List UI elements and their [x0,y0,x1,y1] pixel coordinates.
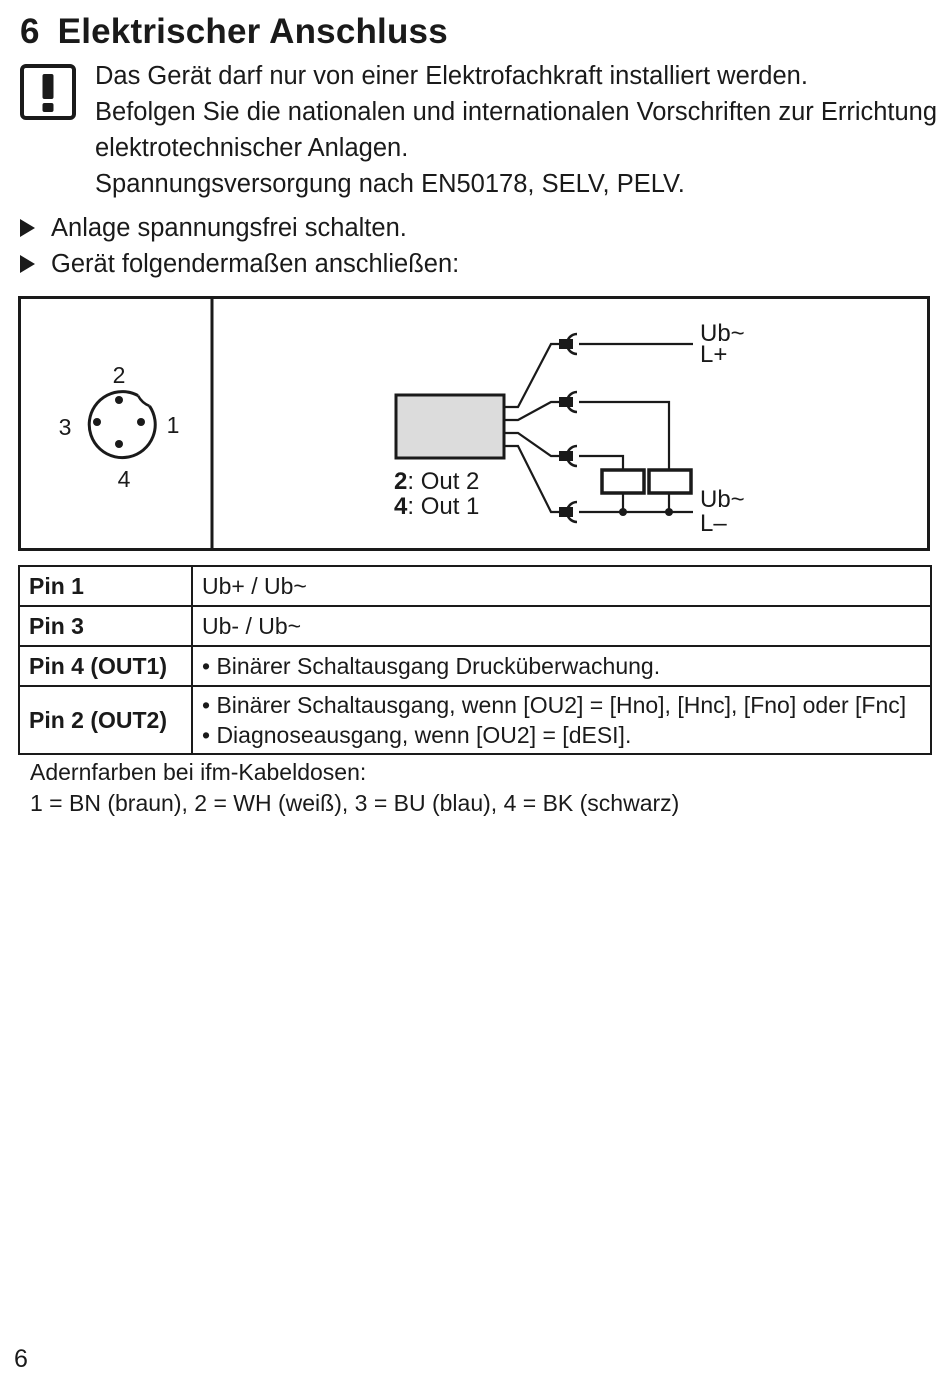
supply-label-top: L+ [700,341,727,368]
cable-wires [504,342,559,514]
connector-pin-label: 2 [113,362,126,388]
section-heading: 6 Elektrischer Anschluss [20,12,448,52]
warning-line: Befolgen Sie die nationalen und internat… [95,98,938,126]
table-row: Pin 1 Ub+ / Ub~ [18,565,932,607]
warning-text: Das Gerät darf nur von einer Elektrofach… [95,58,937,202]
supply-label-bottom: L– [700,510,727,537]
load-symbol [647,468,693,495]
section-title: Elektrischer Anschluss [57,12,448,51]
connector-pin-label: 3 [59,414,72,440]
connector-pin-label: 4 [118,466,131,492]
pin-cell: Pin 2 (OUT2) [18,685,193,755]
wire-colors-text: 1 = BN (braun), 2 = WH (weiß), 3 = BU (b… [30,790,680,816]
page-number: 6 [14,1345,28,1373]
pin-cell: Pin 3 [18,605,193,647]
load-symbol [600,468,646,495]
warning-line: Das Gerät darf nur von einer Elektrofach… [95,62,808,90]
wire-colors-note: Adernfarben bei ifm-Kabeldosen: 1 = BN (… [30,757,679,819]
device-output-label: 4: Out 1 [394,493,479,520]
instruction-step: Gerät folgendermaßen anschließen: [20,246,459,282]
warning-line: elektrotechnischer Anlagen. [95,134,409,162]
description-line: • Diagnoseausgang, wenn [OU2] = [dESI]. [202,722,632,748]
warning-exclamation-icon [20,64,76,120]
triangle-bullet-icon [20,255,35,273]
supply-label-bottom: Ub~ [700,486,745,513]
pin-description-cell: • Binärer Schaltausgang, wenn [OU2] = [H… [191,685,932,755]
table-row: Pin 2 (OUT2) • Binärer Schaltausgang, we… [18,685,932,755]
table-row: Pin 4 (OUT1) • Binärer Schaltausgang Dru… [18,645,932,687]
connector-plug-icon [87,390,157,460]
instruction-steps: Anlage spannungsfrei schalten. Gerät fol… [20,210,459,282]
supply-label-top: Ub~ [700,320,745,347]
description-line: • Binärer Schaltausgang, wenn [OU2] = [H… [202,692,907,718]
device-output-label: 2: Out 2 [394,468,479,495]
pin-cell: Pin 1 [18,565,193,607]
connector-pin-label: 1 [167,412,180,438]
pin-description-cell: Ub+ / Ub~ [191,565,932,607]
instruction-step: Anlage spannungsfrei schalten. [20,210,459,246]
section-number: 6 [20,12,40,51]
pin-description-cell: • Binärer Schaltausgang Drucküberwachung… [191,645,932,687]
wiring-diagram: 2 3 1 4 [18,296,930,551]
wire-colors-title: Adernfarben bei ifm-Kabeldosen: [30,759,367,785]
warning-line: Spannungsversorgung nach EN50178, SELV, … [95,170,685,198]
table-row: Pin 3 Ub- / Ub~ [18,605,932,647]
triangle-bullet-icon [20,219,35,237]
step-text: Gerät folgendermaßen anschließen: [51,250,460,278]
circuit-lines [579,342,693,514]
plug-contact-icon [559,332,578,524]
device-box [394,393,506,460]
pin-description-cell: Ub- / Ub~ [191,605,932,647]
pin-cell: Pin 4 (OUT1) [18,645,193,687]
pin-assignment-table: Pin 1 Ub+ / Ub~ Pin 3 Ub- / Ub~ Pin 4 (O… [18,565,932,755]
step-text: Anlage spannungsfrei schalten. [51,214,407,242]
